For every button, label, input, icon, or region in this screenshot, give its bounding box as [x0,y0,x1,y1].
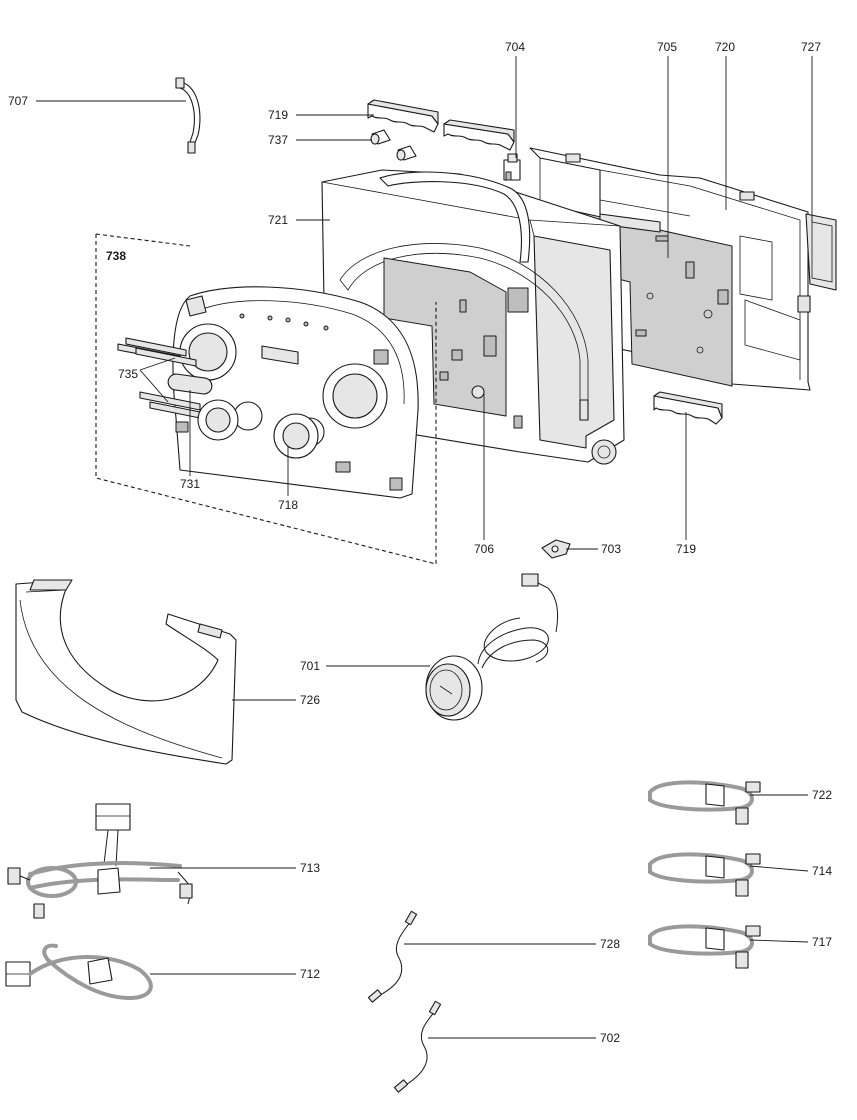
part-719-handle-top-right [443,119,515,151]
part-717-cable [648,924,761,969]
part-726-front-cover [15,579,237,765]
label-727: 727 [801,40,821,54]
part-728-sensor [367,910,418,1003]
label-705: 705 [657,40,677,54]
part-703-clip [541,539,571,559]
panel-738-dashed-outline [95,234,437,565]
part-731-window [167,373,213,395]
label-718: 718 [278,498,298,512]
part-714-cable [648,852,761,897]
label-707: 707 [8,94,28,108]
part-735-pins [117,337,201,419]
label-717: 717 [812,935,832,949]
label-706: 706 [474,542,494,556]
part-713-harness [7,803,193,919]
part-inner-frame [339,243,589,421]
label-721: 721 [268,213,288,227]
part-712-cable [5,943,153,1001]
label-719-top: 719 [268,108,288,122]
part-707-clip [175,77,201,154]
part-722-cable [648,780,761,825]
label-722: 722 [812,788,832,802]
part-702-sensor [393,1000,442,1093]
label-731: 731 [180,477,200,491]
part-706-pcb [383,257,529,429]
leader-lines [36,56,813,1039]
part-738-control-panel [172,286,419,499]
label-737: 737 [268,133,288,147]
part-719-handle-top-left [367,99,439,133]
label-713: 713 [300,861,320,875]
label-702: 702 [600,1031,620,1045]
part-719-handle-bottom [653,391,723,425]
part-labels: 707 719 737 704 705 720 727 721 738 735 … [8,40,832,1045]
part-704-switch [503,153,521,181]
label-738: 738 [106,249,126,263]
label-703: 703 [601,542,621,556]
label-719-bottom: 719 [676,542,696,556]
label-726: 726 [300,693,320,707]
part-727-seal [805,213,837,291]
part-737-pins [370,129,417,161]
label-735: 735 [118,367,138,381]
label-720: 720 [715,40,735,54]
label-701: 701 [300,659,320,673]
label-728: 728 [600,937,620,951]
label-714: 714 [812,864,832,878]
part-701-gauge [425,573,559,721]
label-704: 704 [505,40,525,54]
part-718-knobs [197,399,319,459]
label-712: 712 [300,967,320,981]
